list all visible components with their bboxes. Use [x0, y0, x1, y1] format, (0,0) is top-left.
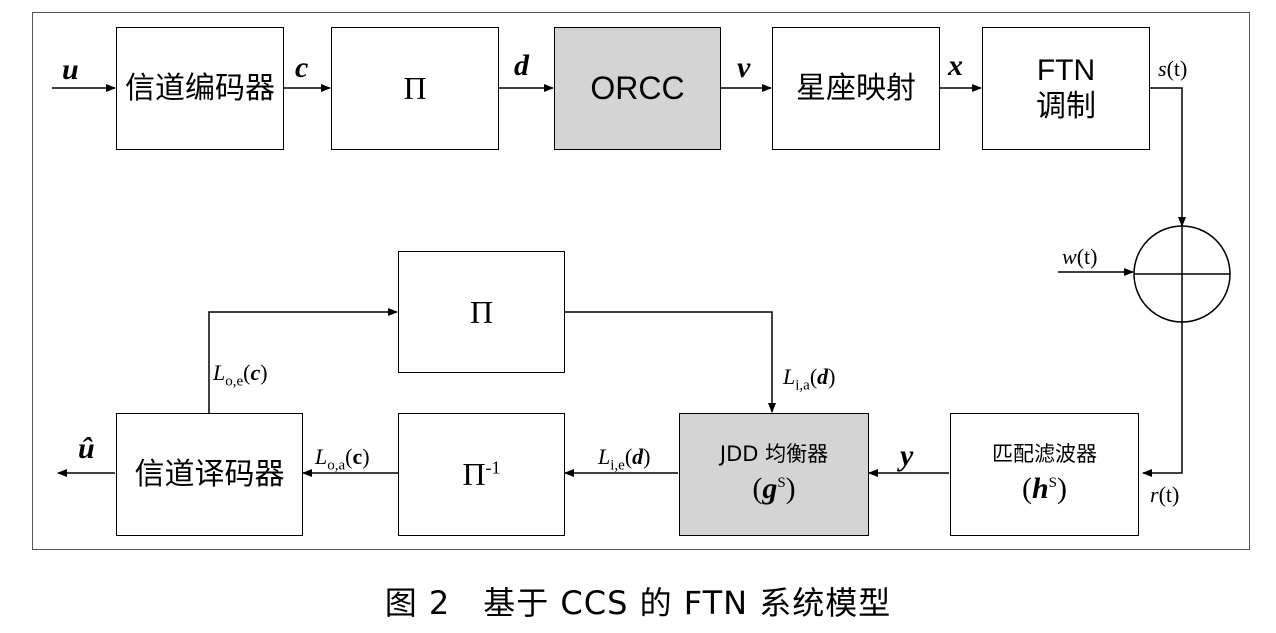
label-v: v [737, 51, 751, 84]
channel-decoder-block: 信道译码器 [116, 413, 303, 536]
jdd-equalizer-block: JDD 均衡器 (gS) [679, 413, 869, 536]
ftn-modulation-block: FTN 调制 [982, 27, 1150, 150]
orcc-block: ORCC [554, 27, 721, 150]
wire-s [1150, 87, 1186, 227]
constellation-mapping-block: 星座映射 [772, 27, 940, 150]
figure-caption: 图 2 基于 CCS 的 FTN 系统模型 [384, 584, 892, 622]
label-L-oa: Lo,a(c) [315, 444, 370, 474]
label-u: u [62, 53, 79, 86]
label-s-t: s(t) [1158, 56, 1188, 81]
jdd-symbol: (gS) [752, 472, 796, 506]
matched-symbol: (hS) [1021, 472, 1068, 506]
label-w-t: w(t) [1062, 244, 1098, 269]
deinterleaver-block: Π-1 [398, 413, 565, 536]
wire-loe [208, 308, 398, 413]
label-c: c [295, 51, 309, 84]
wire-r [1142, 322, 1183, 477]
wire-lia [565, 311, 776, 413]
label-L-ia: Li,a(d) [783, 364, 836, 394]
label-L-oe: Lo,e(c) [213, 360, 268, 390]
matched-filter-block: 匹配滤波器 (hS) [950, 413, 1139, 536]
interleaver-block: Π [331, 27, 499, 150]
label-L-ie: Li,e(d) [598, 444, 651, 474]
label-u-hat: û [78, 432, 95, 465]
label-d: d [514, 49, 529, 82]
feedback-interleaver-block: Π [398, 251, 565, 373]
label-x: x [948, 49, 963, 82]
label-r-t: r(t) [1150, 482, 1180, 507]
channel-encoder-block: 信道编码器 [116, 27, 284, 150]
diagram-frame [32, 12, 1250, 550]
label-y: y [900, 439, 914, 472]
